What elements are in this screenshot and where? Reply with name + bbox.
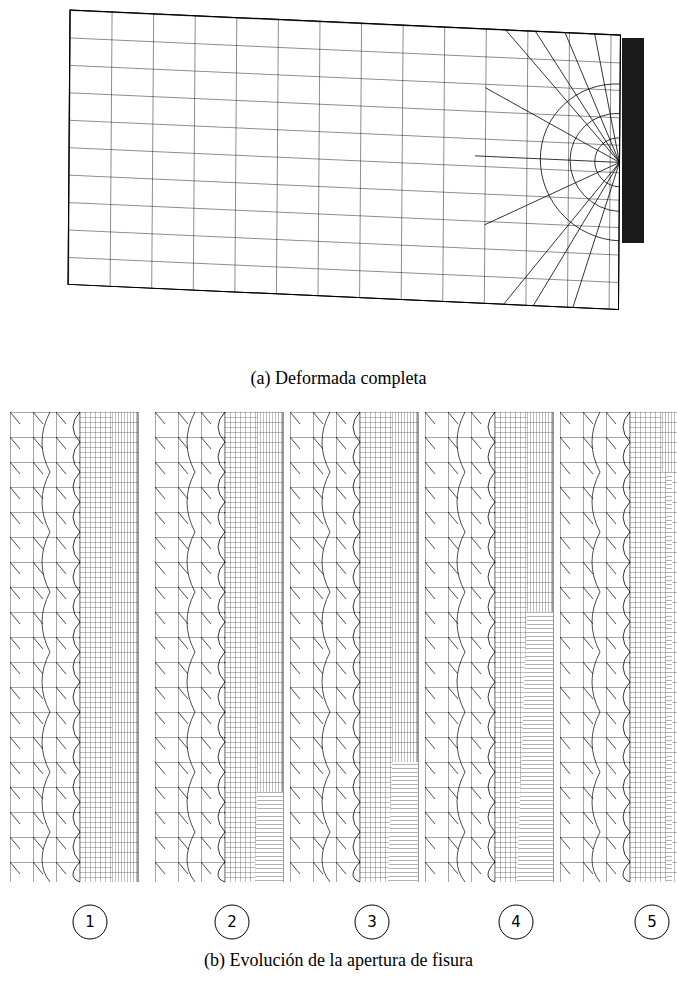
- step-circle: 1: [72, 904, 108, 940]
- crack-strip: [10, 412, 138, 882]
- step-circle: 4: [498, 904, 534, 940]
- step-circle: 3: [354, 904, 390, 940]
- step-circle: 5: [634, 904, 670, 940]
- crack-strip: [425, 412, 553, 882]
- callout-number: 2: [227, 913, 237, 931]
- subfigure-caption: (b) Evolución de la apertura de fisura: [0, 950, 677, 971]
- step-circle: 2: [214, 904, 250, 940]
- dense-mesh-strip: [622, 38, 644, 243]
- subfigure-caption: (a) Deformada completa: [0, 368, 677, 389]
- deformed-mesh: [68, 10, 620, 309]
- callout-number: 3: [367, 913, 377, 931]
- callout-number: 5: [647, 913, 657, 931]
- crack-strip: [560, 412, 677, 882]
- callout-number: 4: [511, 913, 521, 931]
- crack-strip: [290, 412, 418, 882]
- crack-strip: [155, 412, 283, 882]
- callout-number: 1: [85, 913, 95, 931]
